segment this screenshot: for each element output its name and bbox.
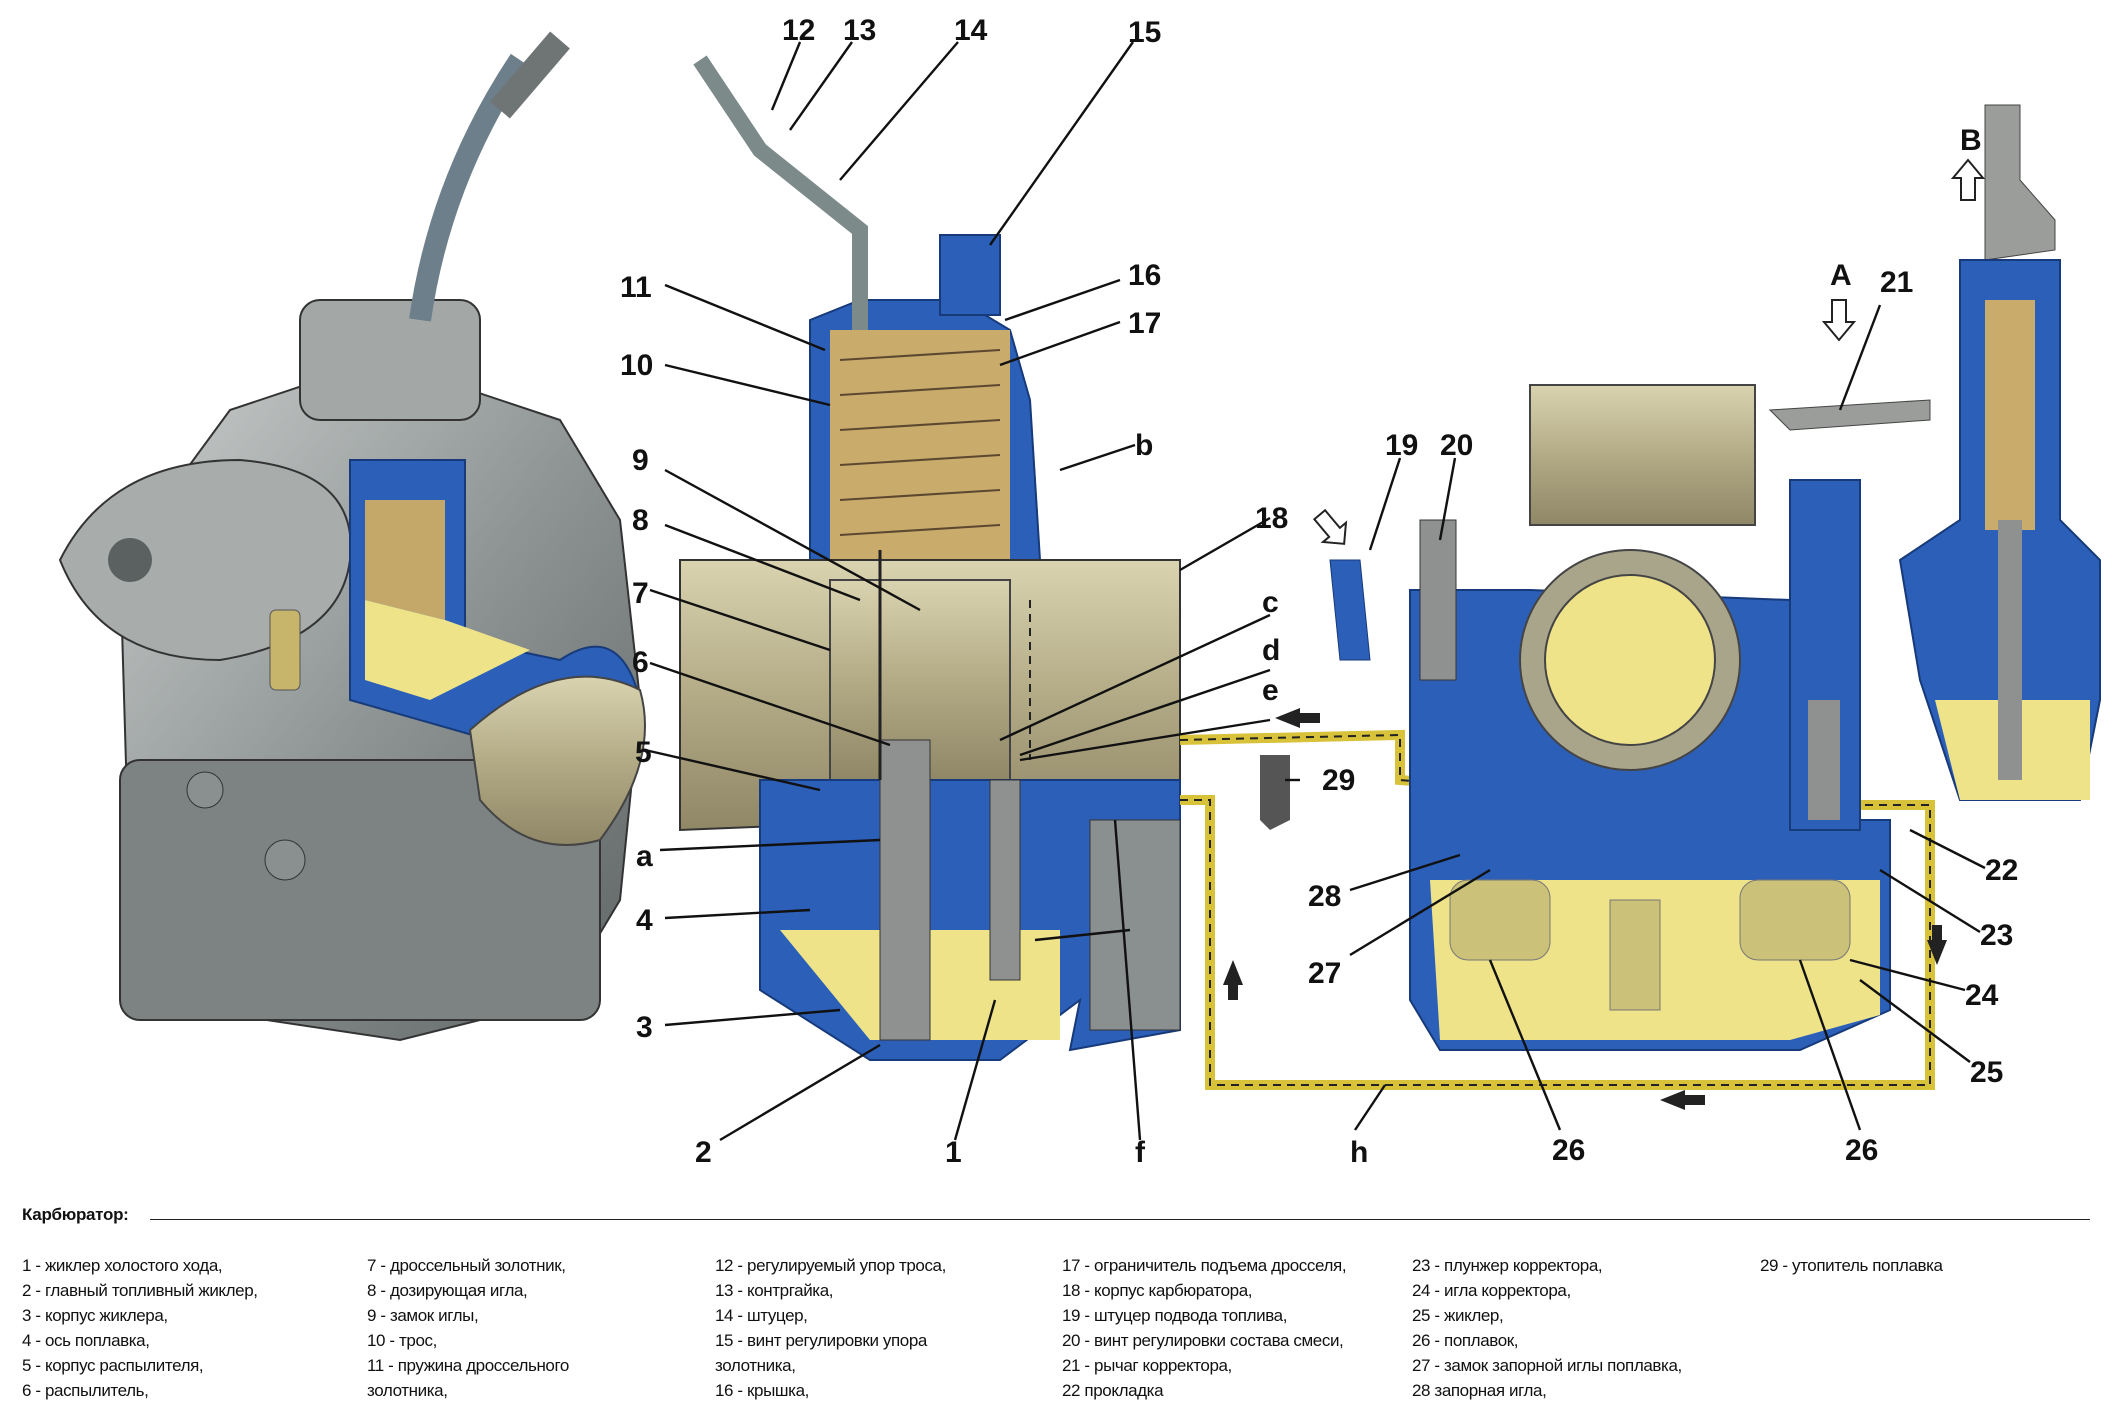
callout-25: 25 [1970, 1056, 2003, 1089]
legend-title: Карбюратор: [22, 1205, 129, 1224]
callout-7: 7 [632, 577, 649, 610]
callout-11: 11 [620, 271, 652, 304]
flow-arrows [1223, 708, 1947, 1110]
callout-f: f [1135, 1136, 1146, 1169]
callout-28: 28 [1308, 880, 1341, 913]
legend-item: 27 - замок запорной иглы поплавка, [1412, 1356, 1682, 1375]
callout-4: 4 [636, 904, 653, 937]
callout-b: b [1135, 429, 1153, 462]
legend-item: 22 прокладка [1062, 1381, 1164, 1400]
legend-item: 7 - дроссельный золотник, [367, 1256, 566, 1275]
leader-lines [644, 41, 1986, 1142]
callout-e: e [1262, 674, 1279, 707]
callout-22: 22 [1985, 854, 2018, 887]
legend-item: 29 - утопитель поплавка [1760, 1256, 1943, 1275]
legend-item: 18 - корпус карбюратора, [1062, 1281, 1253, 1300]
legend-column-4: 17 - ограничитель подъема дросселя, 18 -… [1062, 1253, 1347, 1403]
legend: Карбюратор: 1 - жиклер холостого хода, 2… [22, 1205, 2090, 1405]
legend-item: 25 - жиклер, [1412, 1306, 1504, 1325]
callout-14: 14 [954, 14, 988, 47]
float-bowl-section [1260, 384, 1931, 1051]
legend-item: 2 - главный топливный жиклер, [22, 1281, 258, 1300]
callout-2: 2 [695, 1136, 712, 1169]
callout-3: 3 [636, 1011, 653, 1044]
callout-6: 6 [632, 646, 649, 679]
legend-item: 26 - поплавок, [1412, 1331, 1519, 1350]
callout-c: c [1262, 586, 1279, 619]
legend-item: золотника, [367, 1381, 448, 1400]
legend-item: 13 - контргайка, [715, 1281, 834, 1300]
callout-26-left: 26 [1552, 1134, 1585, 1167]
legend-item: 24 - игла корректора, [1412, 1281, 1571, 1300]
legend-item: 20 - винт регулировки состава смеси, [1062, 1331, 1344, 1350]
corrector-detail-view [1898, 104, 2101, 801]
legend-item: 4 - ось поплавка, [22, 1331, 150, 1350]
legend-item: 9 - замок иглы, [367, 1306, 479, 1325]
legend-column-6: 29 - утопитель поплавка [1760, 1253, 1943, 1278]
legend-column-5: 23 - плунжер корректора, 24 - игла корре… [1412, 1253, 1682, 1403]
legend-item: 23 - плунжер корректора, [1412, 1256, 1603, 1275]
callout-A: A [1830, 259, 1852, 292]
callout-18: 18 [1255, 502, 1288, 535]
legend-item: 28 запорная игла, [1412, 1381, 1547, 1400]
carburetor-diagram: 12 13 14 15 16 17 11 10 b 9 8 18 7 c d 6… [58, 14, 2101, 1169]
callout-27: 27 [1308, 957, 1341, 990]
legend-item: 21 - рычаг корректора, [1062, 1356, 1232, 1375]
callout-labels: 12 13 14 15 16 17 11 10 b 9 8 18 7 c d 6… [620, 14, 2018, 1169]
legend-column-1: 1 - жиклер холостого хода, 2 - главный т… [22, 1253, 258, 1403]
callout-13: 13 [843, 14, 876, 47]
callout-10: 10 [620, 349, 653, 382]
legend-item: 3 - корпус жиклера, [22, 1306, 168, 1325]
callout-29: 29 [1322, 764, 1355, 797]
legend-item: 16 - крышка, [715, 1381, 809, 1400]
callout-19: 19 [1385, 429, 1418, 462]
legend-item: 12 - регулируемый упор троса, [715, 1256, 946, 1275]
callout-20: 20 [1440, 429, 1473, 462]
legend-item: 15 - винт регулировки упора [715, 1331, 927, 1350]
legend-item: 6 - распылитель, [22, 1381, 149, 1400]
callout-B: B [1960, 124, 1982, 157]
callout-16: 16 [1128, 259, 1161, 292]
callout-23: 23 [1980, 919, 2013, 952]
callout-a: a [636, 840, 653, 873]
legend-item: 1 - жиклер холостого хода, [22, 1256, 223, 1275]
callout-5: 5 [635, 736, 652, 769]
callout-h: h [1350, 1136, 1368, 1169]
callout-d: d [1262, 634, 1280, 667]
callout-24: 24 [1965, 979, 1999, 1012]
legend-item: 17 - ограничитель подъема дросселя, [1062, 1256, 1347, 1275]
callout-26-right: 26 [1845, 1134, 1878, 1167]
legend-item: 8 - дозирующая игла, [367, 1281, 528, 1300]
legend-item: 11 - пружина дроссельного [367, 1356, 569, 1375]
carburetor-3d-view [58, 31, 646, 1042]
callout-8: 8 [632, 504, 649, 537]
main-section-view [679, 55, 1181, 1061]
view-arrows [1312, 158, 1986, 545]
legend-column-3: 12 - регулируемый упор троса, 13 - контр… [715, 1253, 946, 1403]
callout-15: 15 [1128, 16, 1161, 49]
callout-9: 9 [632, 444, 649, 477]
callout-21: 21 [1880, 266, 1913, 299]
callout-12: 12 [782, 14, 815, 47]
legend-column-2: 7 - дроссельный золотник, 8 - дозирующая… [367, 1253, 569, 1403]
legend-divider [150, 1219, 2090, 1220]
legend-item: 19 - штуцер подвода топлива, [1062, 1306, 1288, 1325]
callout-17: 17 [1128, 307, 1161, 340]
legend-item: золотника, [715, 1356, 796, 1375]
callout-1: 1 [945, 1136, 962, 1169]
legend-item: 14 - штуцер, [715, 1306, 808, 1325]
legend-item: 5 - корпус распылителя, [22, 1356, 204, 1375]
legend-item: 10 - трос, [367, 1331, 437, 1350]
